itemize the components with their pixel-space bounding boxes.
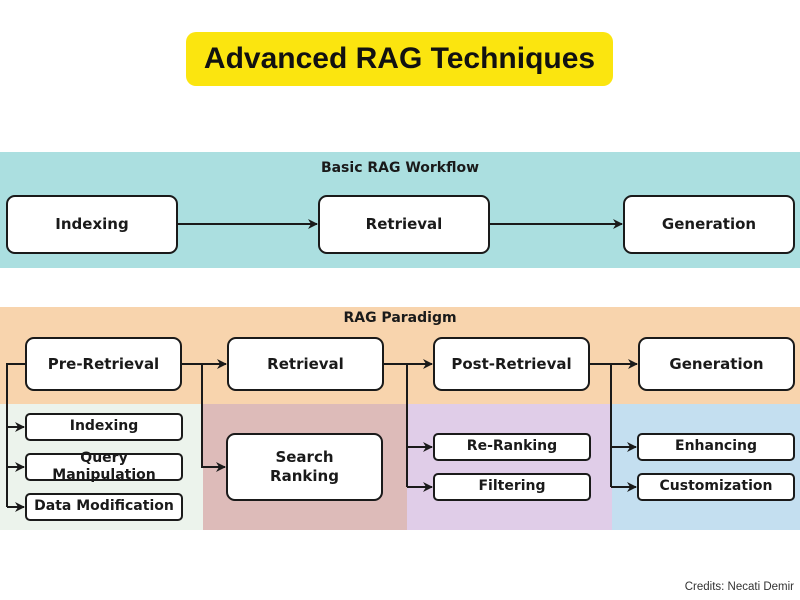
paradigm-label: RAG Paradigm [343, 310, 457, 326]
technique-query-manipulation: Query Manipulation [25, 450, 183, 483]
stage-pre-retrieval: Pre-Retrieval [25, 337, 182, 391]
credits-text: Credits: Necati Demir [684, 581, 794, 593]
stage-post-retrieval: Post-Retrieval [433, 337, 590, 391]
stage-generation: Generation [638, 337, 795, 391]
basic-step-generation: Generation [623, 195, 795, 254]
basic-workflow-label: Basic RAG Workflow [320, 160, 480, 176]
stage-retrieval: Retrieval [227, 337, 384, 391]
technique-re-ranking: Re-Ranking [433, 433, 591, 461]
technique-data-modification: Data Modification [25, 493, 183, 521]
technique-customization: Customization [637, 473, 795, 501]
technique-indexing: Indexing [25, 413, 183, 441]
diagram-title: Advanced RAG Techniques [186, 32, 613, 86]
technique-filtering: Filtering [433, 473, 591, 501]
basic-step-retrieval: Retrieval [318, 195, 490, 254]
technique-enhancing: Enhancing [637, 433, 795, 461]
generation-column [612, 404, 800, 530]
technique-search-ranking: Search Ranking [226, 433, 383, 501]
basic-step-indexing: Indexing [6, 195, 178, 254]
post-retrieval-column [407, 404, 612, 530]
